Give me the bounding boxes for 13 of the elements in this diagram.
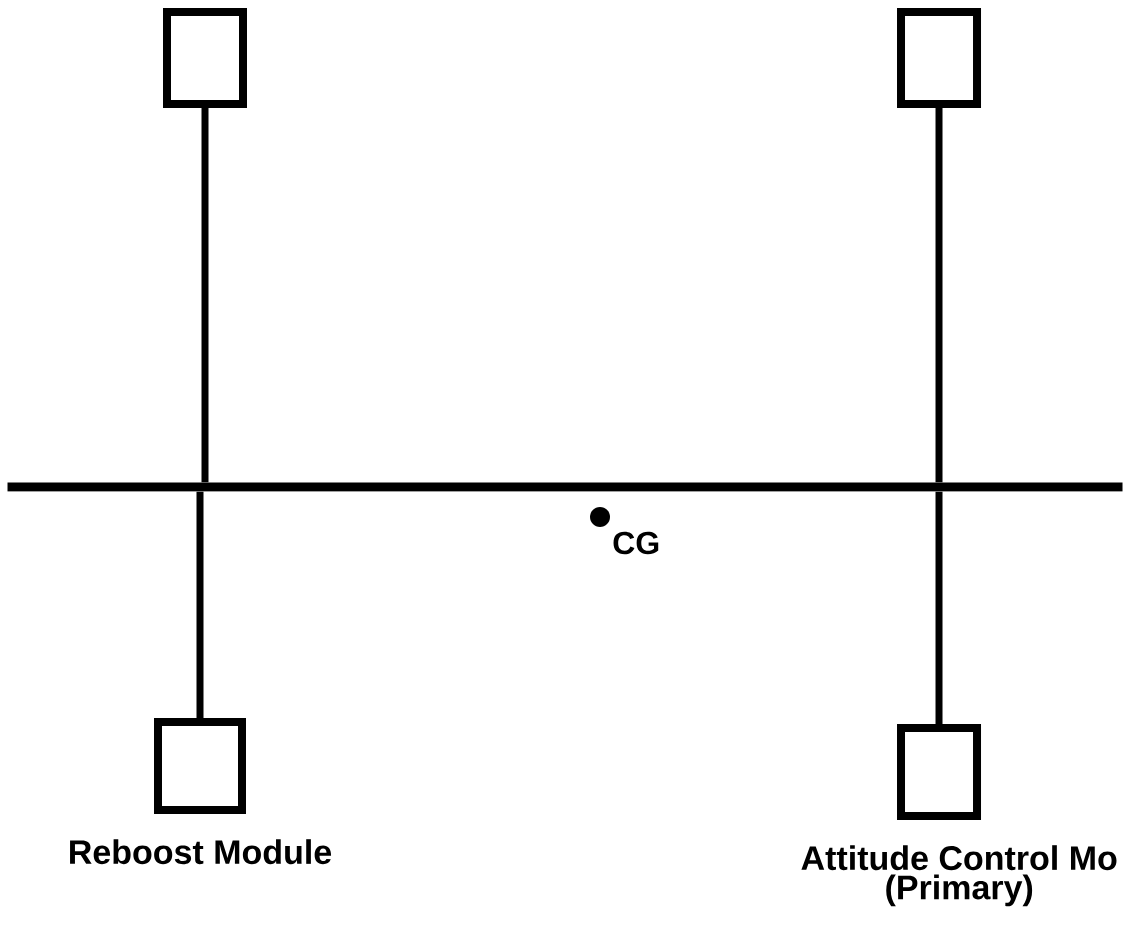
strut-line — [201, 108, 209, 483]
module-label: (Primary) — [886, 874, 1033, 907]
module-label: Attitude Control Mo — [801, 845, 1117, 871]
cg-label: CG — [613, 531, 659, 555]
module-label: Reboost Module — [70, 839, 332, 865]
strut-line — [196, 491, 204, 718]
module-box — [897, 8, 981, 108]
beam — [7, 482, 1123, 492]
module-box — [163, 8, 247, 108]
strut-line — [935, 491, 943, 724]
module-box — [897, 724, 981, 820]
module-box — [154, 718, 246, 814]
strut-line — [935, 108, 943, 483]
